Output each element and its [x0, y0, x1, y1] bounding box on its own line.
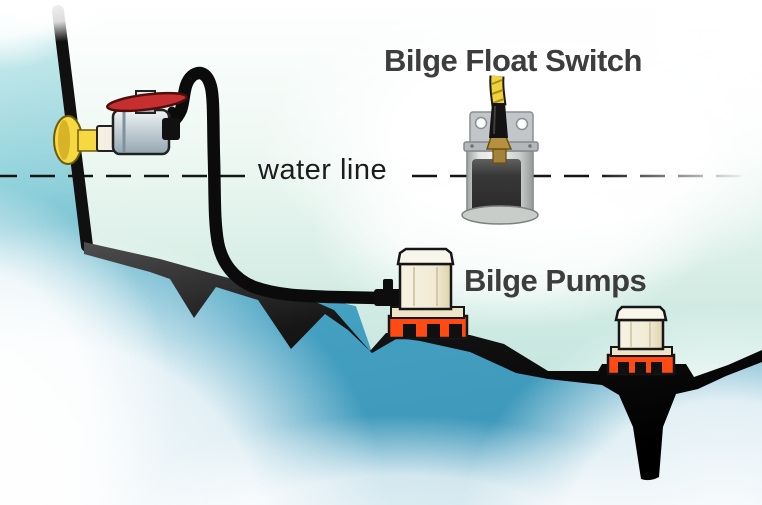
water-line-label: water line — [258, 154, 388, 186]
pump1-body — [398, 262, 453, 311]
seacock-valve — [96, 90, 188, 156]
hull-top-fade — [0, 0, 127, 42]
switch-base-disc — [461, 205, 539, 225]
discharge-hose — [151, 66, 387, 305]
pump2-cap — [614, 305, 668, 322]
valve-body — [111, 108, 171, 156]
switch-nut — [485, 136, 513, 150]
hull-bottom-keel — [84, 242, 762, 481]
hose-clamp — [167, 106, 177, 116]
pump1-inlet-elbow — [374, 289, 404, 306]
float-switch-label: Bilge Float Switch — [384, 43, 642, 78]
bilge-pumps-label: Bilge Pumps — [464, 263, 647, 298]
valve-outlet — [162, 118, 180, 140]
thru-hull-fitting — [53, 115, 101, 165]
switch-boot — [489, 103, 508, 138]
switch-stem — [492, 148, 507, 164]
float-switch-photo — [461, 75, 539, 225]
switch-float — [472, 159, 521, 214]
bilge-pump-2 — [606, 305, 676, 376]
valve-handle — [106, 91, 188, 113]
pump1-cap — [396, 247, 455, 266]
pump2-body — [617, 318, 665, 351]
bilge-pump-1 — [374, 247, 469, 340]
